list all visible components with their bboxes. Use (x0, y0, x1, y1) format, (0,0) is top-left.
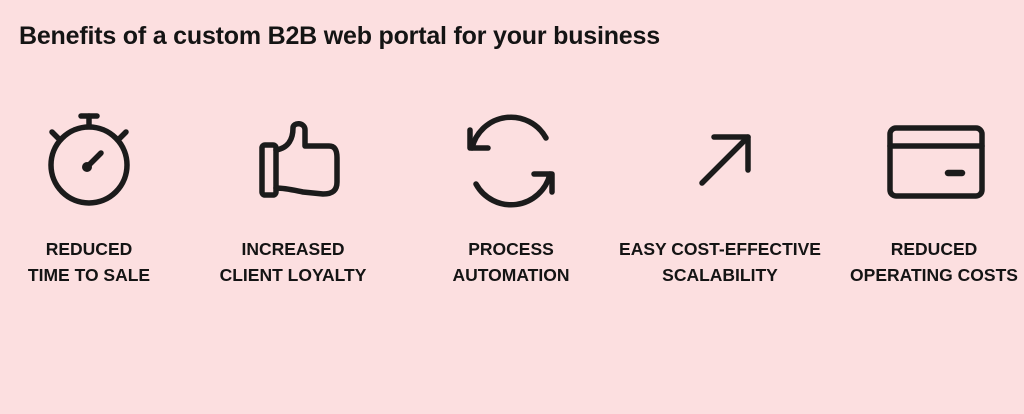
label-line-1: REDUCED (45, 239, 133, 259)
label-line-1: PROCESS (468, 239, 554, 259)
stopwatch-icon (44, 110, 134, 210)
label-line-1: REDUCED (890, 239, 978, 259)
label-line-2: AUTOMATION (452, 265, 570, 285)
credit-card-icon (886, 124, 986, 200)
benefit-label-process-automation: PROCESS AUTOMATION (453, 236, 570, 288)
benefit-label-client-loyalty: INCREASED CLIENT LOYALTY (220, 236, 367, 288)
label-line-1: EASY COST-EFFECTIVE (619, 239, 821, 259)
arrow-up-right-icon (694, 128, 760, 190)
benefit-label-scalability: EASY COST-EFFECTIVE SCALABILITY (619, 236, 821, 288)
benefit-label-reduced-time: REDUCED TIME TO SALE (28, 236, 150, 288)
benefit-label-operating-costs: REDUCED OPERATING COSTS (850, 236, 1018, 288)
page-title: Benefits of a custom B2B web portal for … (19, 22, 660, 50)
label-line-1: INCREASED (241, 239, 345, 259)
refresh-cycle-icon (464, 114, 560, 208)
thumbs-up-icon (257, 120, 343, 200)
label-line-2: OPERATING COSTS (850, 265, 1018, 285)
label-line-2: SCALABILITY (662, 265, 778, 285)
label-line-2: CLIENT LOYALTY (219, 265, 367, 285)
label-line-2: TIME TO SALE (27, 265, 151, 285)
